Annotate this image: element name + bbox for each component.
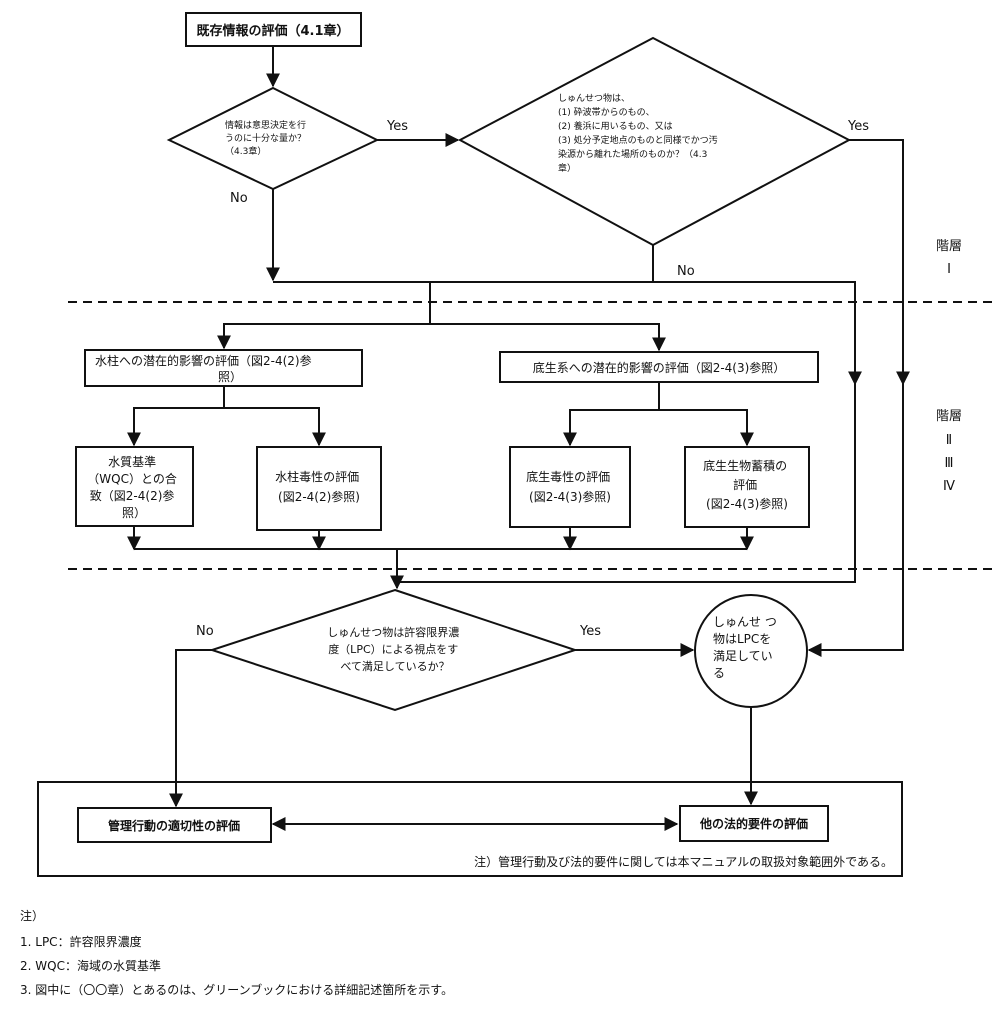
edge-to-benthic-toxicity bbox=[563, 382, 660, 447]
bioaccumulation-line-2: 評価 bbox=[733, 477, 757, 492]
water-column-eval-line-1: 水柱への潜在的影響の評価（図2-4(2)参 bbox=[95, 353, 312, 368]
wqc-compliance-line-3: 致（図2-4(2)参 bbox=[90, 488, 175, 503]
sediment-origin-line-2: (1) 砕波帯からのもの、 bbox=[558, 106, 655, 118]
water-toxicity-box bbox=[256, 446, 382, 531]
tier-numeral-1: Ⅰ bbox=[947, 262, 951, 277]
water-column-eval-label: 水柱への潜在的影響の評価（図2-4(2)参 照） bbox=[95, 353, 315, 384]
wqc-compliance-line-4: 照） bbox=[122, 506, 146, 520]
edge-origin-yes-label: Yes bbox=[847, 119, 869, 134]
lpc-question-line-2: 度（LPC）による視点をす bbox=[328, 642, 458, 656]
sediment-origin-line-6: 章） bbox=[558, 162, 576, 174]
edge-sufficient-yes-label: Yes bbox=[386, 119, 408, 134]
tier-label-2: 階層 bbox=[936, 409, 962, 424]
tier-label-1: 階層 bbox=[936, 239, 962, 254]
edge-origin-no-label: No bbox=[677, 264, 695, 279]
info-sufficient-line-1: 情報は意思決定を行 bbox=[225, 119, 306, 131]
lpc-question-label: しゅんせつ物は許容限界濃 度（LPC）による視点をす べて満足しているか？ bbox=[327, 625, 463, 673]
water-toxicity-line-2: (図2-4(2)参照) bbox=[278, 489, 360, 504]
lpc-question-line-1: しゅんせつ物は許容限界濃 bbox=[327, 625, 459, 639]
edge-split-bar bbox=[223, 323, 660, 350]
existing-info-eval-label: 既存情報の評価（4.1章） bbox=[196, 23, 349, 39]
mgmt-action-label: 管理行動の適切性の評価 bbox=[108, 818, 240, 833]
edge-sufficient-no-label: No bbox=[230, 191, 248, 206]
legal-req-box bbox=[679, 805, 829, 842]
bioaccumulation-line-1: 底生生物蓄積の bbox=[703, 458, 787, 473]
edge-to-wqc bbox=[127, 386, 225, 447]
water-column-eval-line-2: 照） bbox=[218, 370, 242, 384]
footnote-heading: 注） bbox=[20, 908, 44, 923]
sediment-origin-line-1: しゅんせつ物は、 bbox=[558, 92, 630, 104]
wqc-compliance-label: 水質基準 （WQC）との合 致（図2-4(2)参 照） bbox=[87, 454, 180, 520]
tier-numeral-3: Ⅲ bbox=[945, 456, 954, 471]
benthic-toxicity-box bbox=[509, 446, 631, 528]
lpc-question-diamond bbox=[208, 588, 579, 712]
sediment-origin-line-4: (3) 処分予定地点のものと同様でかつ汚 bbox=[558, 134, 718, 146]
edge-to-water-toxicity bbox=[224, 407, 326, 447]
lpc-satisfied-label: しゅんせ つ 物はLPCを 満足してい る bbox=[713, 615, 781, 680]
bioaccumulation-line-3: (図2-4(3)参照) bbox=[706, 496, 788, 511]
info-sufficient-line-2: うのに十分な量か？ bbox=[225, 132, 306, 144]
footnote-item-3: 3. 図中に（〇〇章）とあるのは、グリーンブックにおける詳細記述箇所を示す。 bbox=[20, 982, 453, 997]
sediment-origin-label: しゅんせつ物は、 (1) 砕波帯からのもの、 (2) 養浜に用いるもの、又は (… bbox=[558, 92, 721, 174]
lpc-satisfied-line-4: る bbox=[713, 666, 725, 680]
edge-origin-no bbox=[430, 245, 654, 283]
benthic-toxicity-line-2: (図2-4(3)参照) bbox=[529, 489, 611, 504]
lpc-question-line-3: べて満足しているか？ bbox=[340, 660, 449, 673]
benthic-toxicity-label: 底生毒性の評価 (図2-4(3)参照) bbox=[526, 469, 614, 504]
edge-to-bioaccumulation bbox=[659, 409, 754, 447]
scope-note: 注）管理行動及び法的要件に関しては本マニュアルの取扱対象範囲外である。 bbox=[474, 854, 893, 869]
info-sufficient-label: 情報は意思決定を行 うのに十分な量か？ （4.3章） bbox=[225, 119, 309, 157]
water-toxicity-line-1: 水柱毒性の評価 bbox=[275, 469, 359, 484]
sediment-origin-line-5: 染源から離れた場所のものか？（4.3 bbox=[558, 148, 707, 160]
benthic-toxicity-line-1: 底生毒性の評価 bbox=[526, 469, 610, 484]
edge-lpc-yes-label: Yes bbox=[579, 624, 601, 639]
footnote-item-1: 1. LPC：許容限界濃度 bbox=[20, 934, 142, 949]
lpc-satisfied-line-1: しゅんせ つ bbox=[713, 615, 777, 629]
wqc-compliance-line-1: 水質基準 bbox=[108, 454, 156, 469]
tier-numeral-4: Ⅳ bbox=[943, 479, 955, 494]
lpc-satisfied-line-2: 物はLPCを bbox=[713, 632, 771, 646]
benthic-eval-label: 底生系への潜在的影響の評価（図2-4(3)参照） bbox=[533, 360, 786, 375]
bioaccumulation-box bbox=[684, 446, 810, 528]
wqc-compliance-line-2: （WQC）との合 bbox=[87, 471, 177, 486]
edge-lpc-no-label: No bbox=[196, 624, 214, 639]
lpc-satisfied-line-3: 満足してい bbox=[713, 649, 773, 663]
edge-lpc-no bbox=[169, 649, 212, 808]
footnote-item-2: 2. WQC：海域の水質基準 bbox=[20, 958, 161, 973]
legal-req-label: 他の法的要件の評価 bbox=[699, 816, 808, 831]
tier-numeral-2: Ⅱ bbox=[946, 433, 952, 448]
sediment-origin-line-3: (2) 養浜に用いるもの、又は bbox=[558, 120, 673, 132]
info-sufficient-line-3: （4.3章） bbox=[225, 145, 266, 157]
edge-origin-yes bbox=[807, 139, 904, 657]
edge-origin-no-right bbox=[397, 281, 856, 583]
mgmt-action-box bbox=[77, 807, 272, 843]
bioaccumulation-label: 底生生物蓄積の 評価 (図2-4(3)参照) bbox=[703, 458, 791, 511]
water-toxicity-label: 水柱毒性の評価 (図2-4(2)参照) bbox=[275, 469, 363, 504]
